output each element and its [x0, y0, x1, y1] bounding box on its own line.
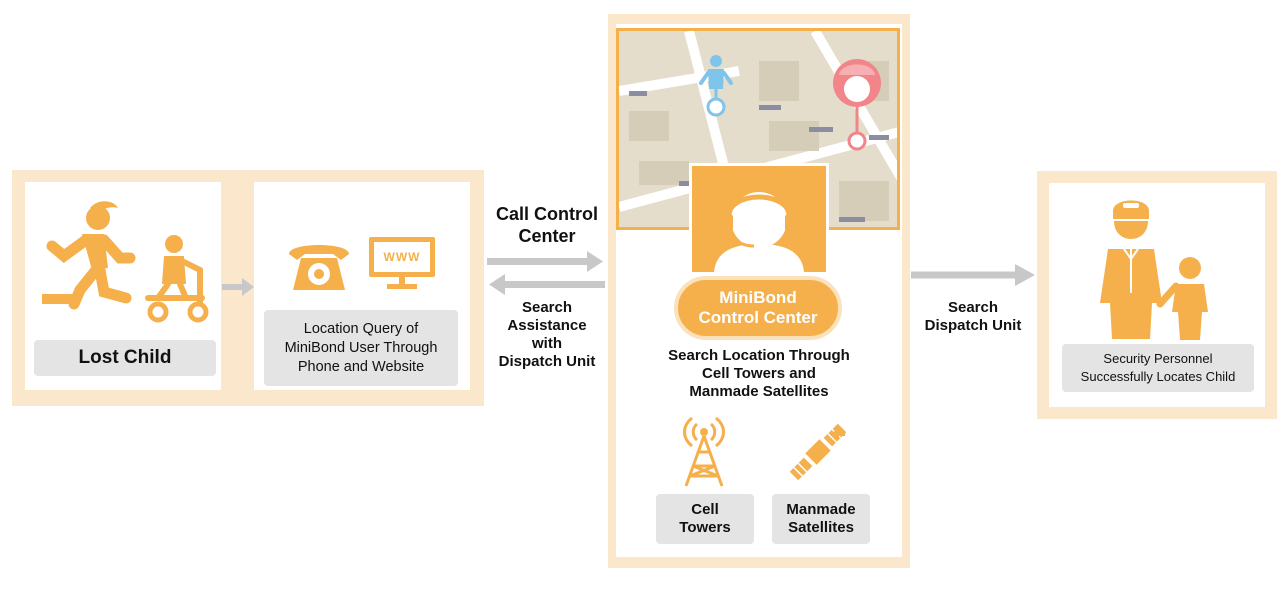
scooter-child-icon [145, 235, 209, 323]
guard-location-marker [833, 59, 881, 151]
dispatch-arrow [911, 264, 1035, 286]
search-assistance-label: Search Assistance with Dispatch Unit [498, 299, 596, 370]
security-guard-icon [1100, 200, 1162, 339]
satellite-icon [789, 423, 847, 481]
lost-child-label: Lost Child [34, 340, 216, 376]
security-label: Security Personnel Successfully Locates … [1062, 344, 1254, 392]
www-text: WWW [383, 250, 421, 264]
child-icon [1156, 257, 1208, 340]
search-dispatch-label: Search Dispatch Unit [924, 299, 1022, 334]
location-query-label: Location Query of MiniBond User Through … [264, 310, 458, 386]
telephone-icon [289, 245, 349, 290]
child-location-marker [699, 55, 733, 117]
call-control-label: Call Control Center [496, 204, 598, 246]
cell-tower-icon [683, 416, 725, 487]
operator-box [689, 163, 829, 275]
operator-headset-icon [714, 192, 804, 272]
cell-towers-label: Cell Towers [656, 494, 754, 544]
satellites-label: Manmade Satellites [772, 494, 870, 544]
minibond-title: MiniBond Control Center [698, 288, 818, 327]
www-monitor-icon: WWW [369, 237, 435, 291]
flow-arrow-1 [222, 278, 254, 296]
minibond-control-center-badge: MiniBond Control Center [674, 276, 842, 340]
running-child-icon [42, 201, 136, 310]
double-arrow [487, 251, 605, 295]
search-location-text: Search Location Through Cell Towers and … [668, 347, 850, 400]
